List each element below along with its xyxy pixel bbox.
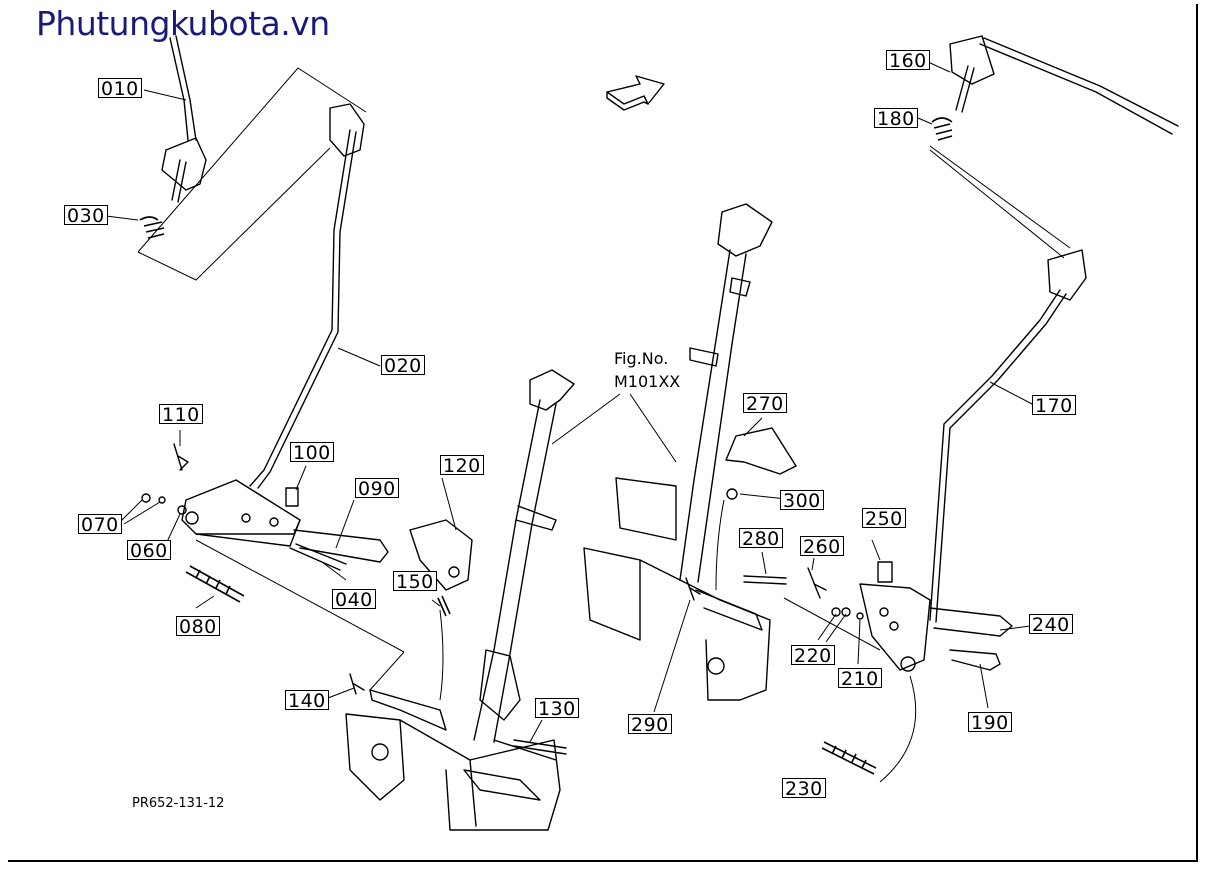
callout-240[interactable]: 240 (1029, 614, 1073, 635)
callout-080[interactable]: 080 (176, 616, 220, 637)
callout-120[interactable]: 120 (440, 455, 484, 476)
callout-170[interactable]: 170 (1032, 395, 1076, 416)
rod-020-drawing (249, 103, 381, 489)
callout-230[interactable]: 230 (782, 778, 826, 799)
lever-170-drawing (917, 35, 1179, 623)
guide-box-outline (137, 67, 367, 281)
left-bracket-assembly (119, 430, 389, 609)
figure-reference-number[interactable]: M101XX (614, 372, 681, 391)
figure-reference-label: Fig.No. (614, 349, 669, 368)
right-column-assembly (583, 203, 797, 713)
callout-130[interactable]: 130 (535, 698, 579, 719)
center-column-assembly (195, 369, 575, 831)
callout-220[interactable]: 220 (791, 645, 835, 666)
site-watermark: Phutungkubota.vn (36, 4, 330, 43)
callout-270[interactable]: 270 (743, 393, 787, 414)
callout-030[interactable]: 030 (64, 205, 108, 226)
callout-300[interactable]: 300 (780, 490, 824, 511)
callout-150[interactable]: 150 (393, 571, 437, 592)
callout-180[interactable]: 180 (874, 108, 918, 129)
callout-260[interactable]: 260 (800, 536, 844, 557)
lever-010-drawing (105, 35, 207, 239)
callout-210[interactable]: 210 (838, 668, 882, 689)
callout-280[interactable]: 280 (739, 528, 783, 549)
callout-190[interactable]: 190 (968, 712, 1012, 733)
callout-020[interactable]: 020 (381, 355, 425, 376)
diagram-frame (8, 4, 1198, 862)
callout-070[interactable]: 070 (78, 514, 122, 535)
drawing-code: PR652-131-12 (132, 796, 225, 811)
callout-090[interactable]: 090 (355, 478, 399, 499)
callout-250[interactable]: 250 (862, 508, 906, 529)
figure-reference-leader (551, 393, 677, 463)
right-bracket-assembly (783, 539, 1031, 783)
callout-060[interactable]: 060 (127, 540, 171, 561)
callout-140[interactable]: 140 (285, 690, 329, 711)
callout-110[interactable]: 110 (159, 404, 203, 425)
direction-arrow-icon (606, 75, 665, 111)
callout-010[interactable]: 010 (98, 78, 142, 99)
callout-290[interactable]: 290 (628, 714, 672, 735)
callout-040[interactable]: 040 (332, 589, 376, 610)
callout-160[interactable]: 160 (886, 50, 930, 71)
callout-100[interactable]: 100 (290, 442, 334, 463)
